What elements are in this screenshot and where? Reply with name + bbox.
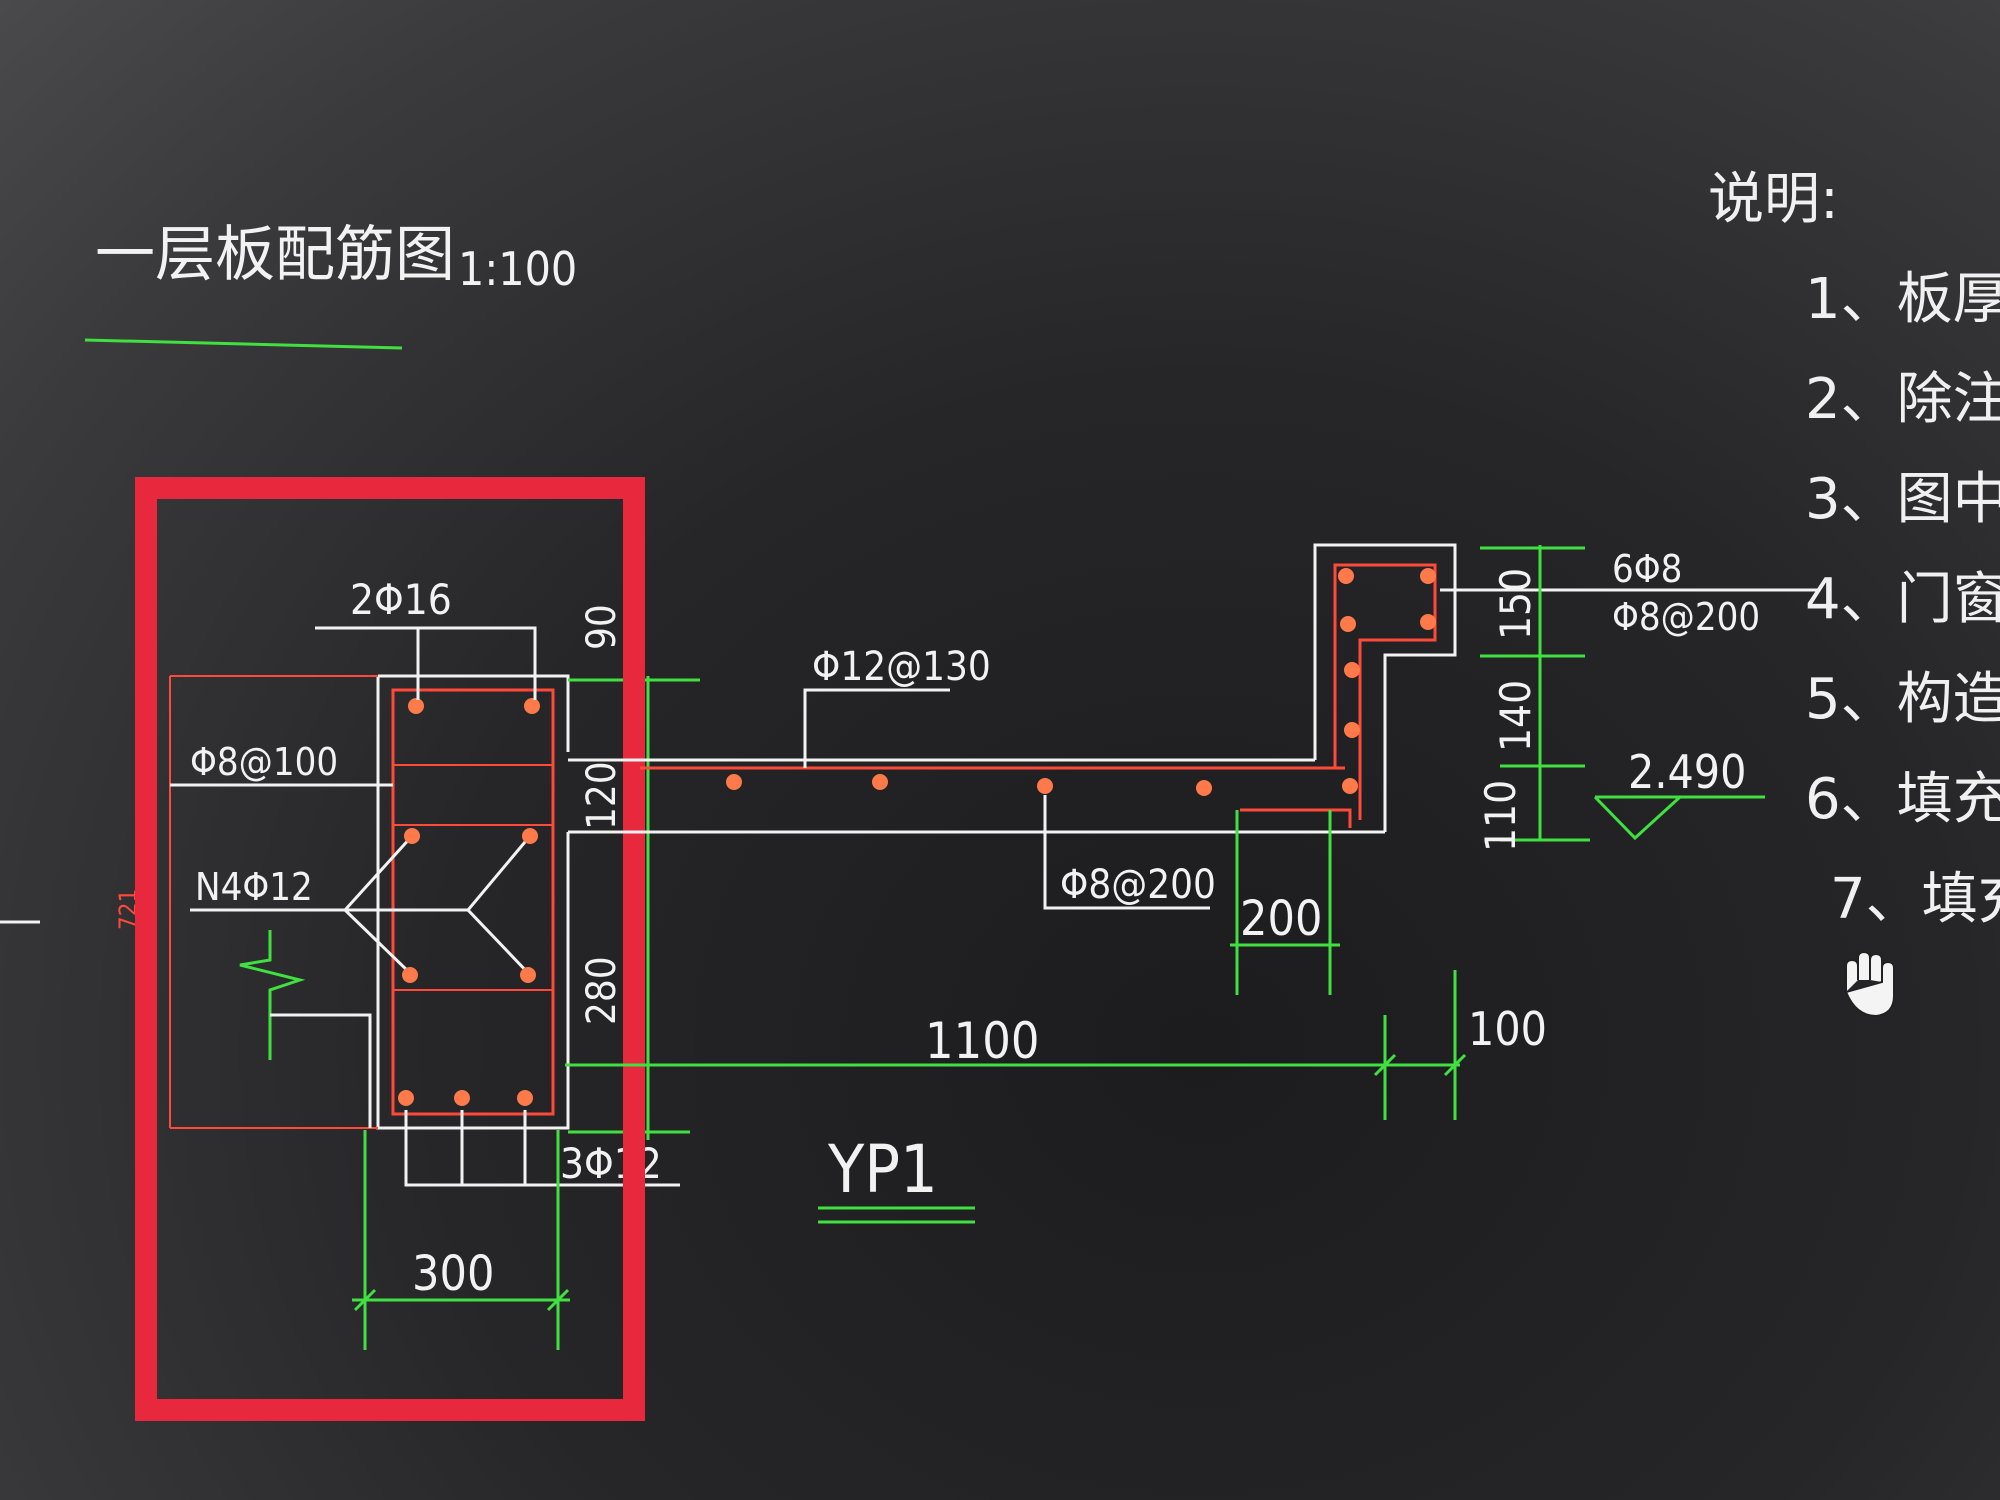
label-slab-span: 1100 (925, 1012, 1039, 1070)
label-edge-width: 100 (1468, 1002, 1547, 1056)
dim-upturn-width (1230, 810, 1340, 995)
rebar-dot (1338, 568, 1354, 584)
beam-outline-lower (376, 676, 570, 1130)
rebar-dot (1037, 778, 1053, 794)
stirrup-main (391, 688, 555, 1116)
note-item-3: 3、图中 (1805, 467, 2000, 532)
beam-section: 2Φ16 Φ8@100 N4Φ12 721 3Φ12 300 90 120 28… (0, 575, 700, 1350)
dim-tick (1443, 1053, 1467, 1077)
rebar-dot (1342, 778, 1358, 794)
rebar-dot (404, 828, 420, 844)
slab-rebar-dots (726, 568, 1436, 796)
rebar-dot (520, 967, 536, 983)
hand-cursor-icon[interactable] (1844, 950, 1895, 1018)
label-beam-width: 300 (412, 1246, 494, 1302)
rebar-dot (1420, 614, 1436, 630)
label-h-mid: 140 (1491, 680, 1540, 752)
label-detail-name: YP1 (827, 1131, 938, 1208)
break-line (239, 930, 306, 1060)
note-item-4: 4、门窗 (1805, 567, 2000, 632)
side-bar-tie-right (465, 835, 532, 977)
title-block: 一层板配筋图 1:100 (84, 220, 577, 350)
note-item-7: 7、填充墙 (1830, 867, 2000, 932)
label-stirrup-left: Φ8@100 (190, 740, 338, 784)
label-mid-dim: 120 (579, 761, 625, 830)
highlight-frame (135, 477, 645, 1421)
rebar-dot (524, 698, 540, 714)
label-h-top: 150 (1491, 568, 1540, 640)
rebar-dot (522, 828, 538, 844)
dim-tick (546, 1288, 570, 1312)
rebar-dot (517, 1090, 533, 1106)
note-item-6: 6、填充 (1805, 767, 2000, 832)
label-elevation: 2.490 (1628, 745, 1746, 799)
rebar-dot (726, 774, 742, 790)
label-bottom-bars: 3Φ12 (560, 1139, 662, 1188)
drawing-title: 一层板配筋图 (95, 220, 455, 290)
rebar-dot (1196, 780, 1212, 796)
label-lower-dim: 280 (579, 956, 625, 1025)
note-item-2: 2、除注明 (1805, 367, 2000, 432)
rebar-dot (872, 774, 888, 790)
rebar-dot (1340, 616, 1356, 632)
rebar-dot (1344, 662, 1360, 678)
slab-section: Φ12@130 Φ8@200 6Φ8 Φ8@200 2.490 150 140 … (565, 543, 1820, 1120)
label-slab-dist-bar: Φ8@200 (1060, 862, 1216, 908)
bottom-bars-leader (404, 1110, 680, 1187)
detail-label: YP1 (818, 1131, 975, 1224)
label-top-bars: 2Φ16 (350, 575, 452, 624)
rebar-dot (1420, 568, 1436, 584)
rebar-dot (398, 1090, 414, 1106)
drawing-scale: 1:100 (458, 242, 577, 296)
slab-dist-leader (1043, 795, 1210, 910)
slab-top-leader (803, 688, 950, 768)
label-upturn-bars: 6Φ8 (1612, 547, 1682, 591)
dim-tick (1373, 1053, 1397, 1077)
label-h-bottom: 110 (1476, 780, 1525, 852)
label-slab-top-bar: Φ12@130 (812, 644, 991, 690)
top-bars-leader (315, 626, 537, 700)
rebar-dot (408, 698, 424, 714)
rebar-dot (454, 1090, 470, 1106)
rebar-dot (1344, 722, 1360, 738)
label-upturn-stirrup: Φ8@200 (1612, 595, 1760, 639)
dim-upturn-heights (1480, 545, 1590, 842)
elevation-triangle (1593, 795, 1682, 841)
note-item-5: 5、构造 (1805, 667, 2000, 732)
upturn-outline (1313, 543, 1457, 832)
notes-panel: 说明: 1、板厚除 2、除注明 3、图中 4、门窗 5、构造 6、填充 7、填充… (1708, 167, 2000, 1018)
label-side-bars: N4Φ12 (195, 865, 313, 909)
title-underline (84, 338, 403, 350)
rebar-dot (402, 967, 418, 983)
label-top-dim: 90 (579, 604, 625, 650)
dim-slab-span (565, 970, 1467, 1120)
notes-heading: 说明: (1708, 167, 1839, 232)
dim-tick (353, 1288, 377, 1312)
dim-beam-width (352, 1130, 570, 1350)
beam-outline (378, 674, 570, 752)
beam-rebar-dots (398, 698, 540, 1106)
wall-stub (270, 1013, 372, 1128)
label-upturn-width: 200 (1240, 891, 1322, 947)
note-item-1: 1、板厚除 (1805, 267, 2000, 332)
slab-bottom-rebar (1240, 808, 1352, 828)
